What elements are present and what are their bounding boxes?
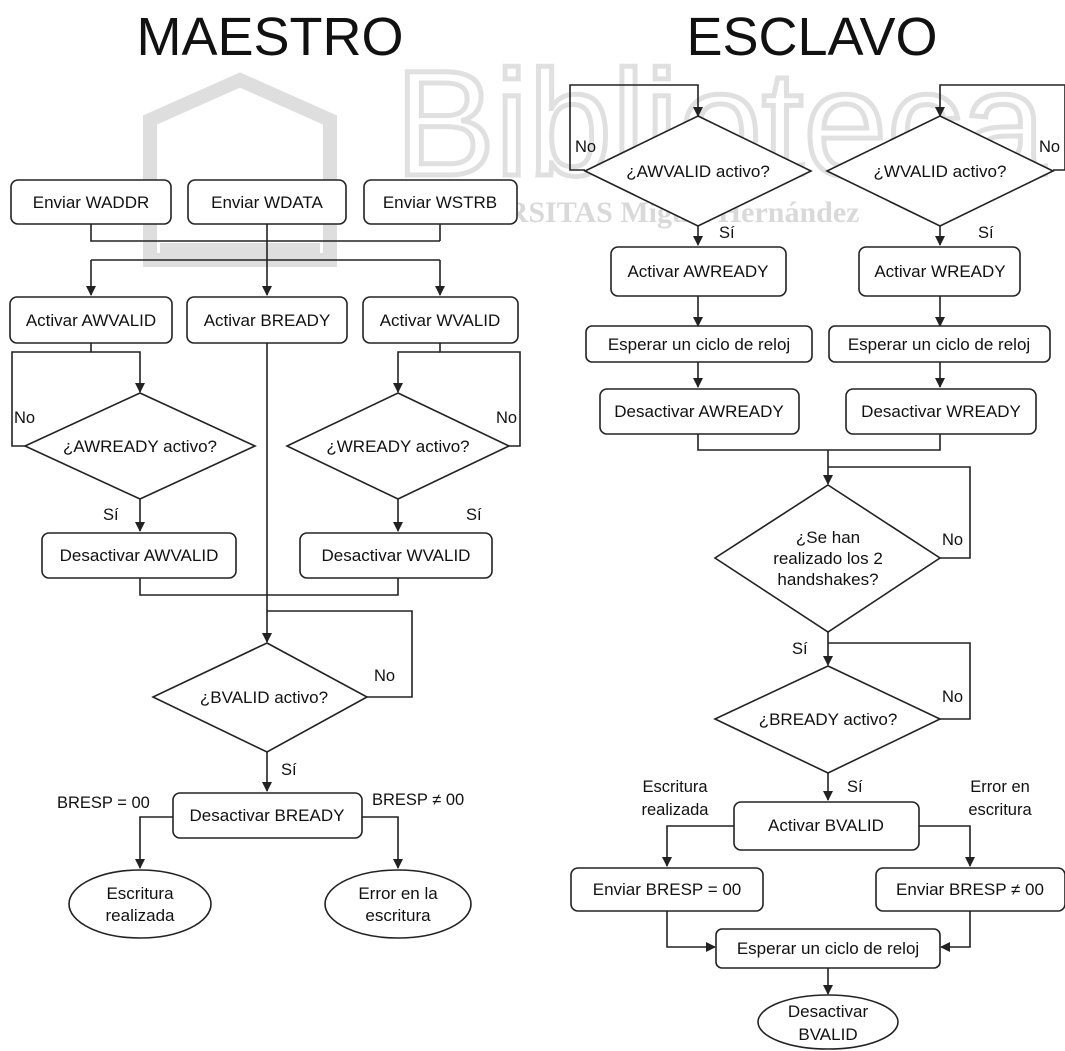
slave-no-handshakes: No [942, 531, 963, 549]
diamond-awready-label: ¿AWREADY activo? [63, 437, 217, 456]
diamond-bvalid-label: ¿BVALID activo? [200, 688, 328, 707]
box-send-wstrb-label: Enviar WSTRB [383, 193, 497, 212]
end-write-done-line1: Escritura [106, 884, 174, 903]
end-write-done: Escritura realizada [68, 869, 212, 939]
box-activate-wvalid-label: Activar WVALID [380, 311, 501, 330]
box-send-bresp-ok: Enviar BRESP = 00 [570, 867, 764, 912]
diamond-handshakes-done: ¿Se han realizado los 2 handshakes? [713, 484, 942, 633]
box-deactivate-awvalid: Desactivar AWVALID [41, 532, 237, 579]
box-deactivate-wready: Desactivar WREADY [845, 388, 1037, 435]
master-no-awready: No [14, 409, 35, 427]
box-wait-cycle-aw-label: Esperar un ciclo de reloj [608, 335, 790, 354]
slave-no-wvalid: No [1039, 138, 1060, 156]
box-send-wdata-label: Enviar WDATA [211, 193, 323, 212]
box-activate-awready: Activar AWREADY [610, 246, 787, 297]
box-send-bresp-err: Enviar BRESP ≠ 00 [875, 867, 1065, 912]
end-write-error: Error en la escritura [324, 869, 472, 939]
box-send-waddr-label: Enviar WADDR [33, 193, 150, 212]
box-activate-bvalid: Activar BVALID [733, 801, 920, 851]
master-yes-wready: Sí [466, 506, 482, 524]
end-write-error-line1: Error en la [358, 884, 438, 903]
box-deactivate-awvalid-label: Desactivar AWVALID [60, 546, 219, 565]
master-yes-awready: Sí [103, 506, 119, 524]
end-deactivate-bvalid: Desactivar BVALID [757, 994, 899, 1050]
box-activate-wready: Activar WREADY [858, 246, 1021, 297]
diamond-bvalid-active: ¿BVALID activo? [151, 642, 369, 753]
box-send-wstrb: Enviar WSTRB [363, 179, 518, 225]
diamond-awready-active: ¿AWREADY activo? [23, 392, 257, 500]
end-write-done-line2: realizada [106, 906, 176, 925]
slave-no-bready: No [942, 688, 963, 706]
box-activate-awready-label: Activar AWREADY [627, 262, 768, 281]
master-no-bvalid: No [374, 667, 395, 685]
master-bresp-err: BRESP ≠ 00 [372, 791, 464, 809]
slave-connectors [569, 84, 1065, 995]
end-deactivate-bvalid-line2: BVALID [798, 1025, 857, 1044]
diamond-bready-label: ¿BREADY activo? [759, 710, 898, 729]
diamond-awvalid-active: ¿AWVALID activo? [583, 115, 813, 227]
master-no-wready: No [496, 409, 517, 427]
box-activate-awvalid: Activar AWVALID [9, 296, 173, 344]
diamond-handshakes-line1: ¿Se han [796, 528, 860, 547]
box-activate-bready: Activar BREADY [186, 296, 348, 344]
diamond-bready-active: ¿BREADY activo? [713, 665, 942, 774]
diamond-wready-label: ¿WREADY activo? [326, 437, 469, 456]
master-connectors [11, 224, 521, 869]
slave-title: ESCLAVO [686, 7, 937, 67]
diamond-handshakes-line2: realizado los 2 [773, 549, 883, 568]
box-send-bresp-ok-label: Enviar BRESP = 00 [593, 880, 742, 899]
box-deactivate-bready-label: Desactivar BREADY [190, 806, 345, 825]
slave-label-ok-line1: Escritura [642, 778, 708, 796]
master-bresp-ok: BRESP = 00 [57, 794, 150, 812]
slave-label-err-line1: Error en [970, 778, 1030, 796]
diamond-wvalid-active: ¿WVALID activo? [825, 115, 1055, 227]
end-deactivate-bvalid-line1: Desactivar [788, 1002, 869, 1021]
box-activate-awvalid-label: Activar AWVALID [26, 311, 156, 330]
box-deactivate-awready: Desactivar AWREADY [599, 388, 800, 435]
box-activate-bready-label: Activar BREADY [204, 311, 331, 330]
box-wait-cycle-final: Esperar un ciclo de reloj [715, 928, 941, 969]
box-deactivate-awready-label: Desactivar AWREADY [614, 402, 783, 421]
box-deactivate-bready: Desactivar BREADY [172, 792, 363, 839]
box-deactivate-wready-label: Desactivar WREADY [861, 402, 1021, 421]
diamond-wvalid-label: ¿WVALID activo? [874, 162, 1007, 181]
box-wait-cycle-aw: Esperar un ciclo de reloj [585, 325, 813, 363]
box-wait-cycle-final-label: Esperar un ciclo de reloj [737, 939, 919, 958]
box-activate-wready-label: Activar WREADY [874, 262, 1005, 281]
slave-yes-bready: Sí [847, 778, 863, 796]
box-deactivate-wvalid-label: Desactivar WVALID [322, 546, 471, 565]
box-deactivate-wvalid: Desactivar WVALID [299, 532, 493, 579]
master-title: MAESTRO [136, 7, 403, 67]
end-write-error-line2: escritura [365, 906, 431, 925]
slave-yes-handshakes: Sí [792, 640, 808, 658]
slave-label-ok-line2: realizada [642, 801, 710, 819]
box-wait-cycle-w-label: Esperar un ciclo de reloj [848, 335, 1030, 354]
box-send-wdata: Enviar WDATA [187, 179, 347, 225]
box-wait-cycle-w: Esperar un ciclo de reloj [828, 325, 1051, 363]
master-yes-bvalid: Sí [281, 761, 297, 779]
box-activate-wvalid: Activar WVALID [362, 296, 519, 344]
diamond-handshakes-line3: handshakes? [777, 570, 878, 589]
slave-yes-awvalid: Sí [719, 224, 735, 242]
slave-yes-wvalid: Sí [978, 224, 994, 242]
slave-label-err-line2: escritura [968, 801, 1032, 819]
slave-no-awvalid: No [575, 138, 596, 156]
diamond-awvalid-label: ¿AWVALID activo? [626, 162, 770, 181]
box-send-waddr: Enviar WADDR [10, 179, 172, 225]
diamond-wready-active: ¿WREADY activo? [285, 392, 511, 500]
box-send-bresp-err-label: Enviar BRESP ≠ 00 [896, 880, 1044, 899]
box-activate-bvalid-label: Activar BVALID [768, 816, 884, 835]
